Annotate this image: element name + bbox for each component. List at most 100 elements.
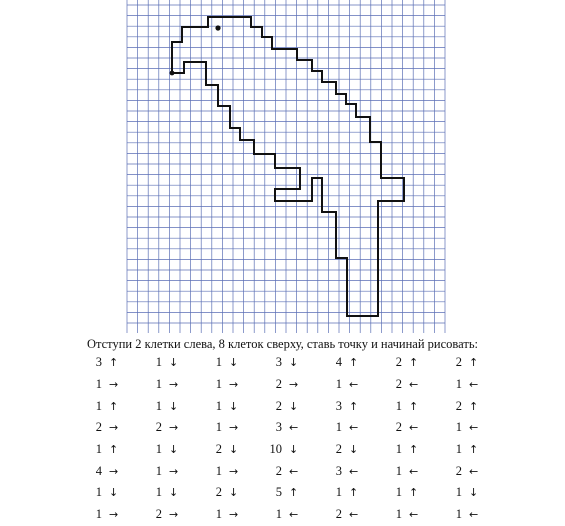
command-cell: 1↓ [208,355,268,370]
arrow-right-icon: → [109,421,119,435]
arrow-right-icon: → [169,508,179,522]
command-cell: 2← [388,420,448,435]
arrow-right-icon: → [109,464,119,478]
step-count: 1 [95,377,102,392]
step-count: 2 [455,355,462,370]
step-count: 1 [155,485,162,500]
arrow-up-icon: ↑ [469,443,479,457]
arrow-down-icon: ↓ [469,486,479,500]
step-count: 2 [275,377,282,392]
command-cell: 2← [388,377,448,392]
arrow-right-icon: → [289,378,299,392]
step-count: 1 [455,377,462,392]
arrow-left-icon: ← [409,378,419,392]
command-cell: 1← [328,420,388,435]
step-count: 1 [215,463,222,478]
step-count: 1 [335,420,342,435]
step-count: 1 [335,485,342,500]
arrow-right-icon: → [169,421,179,435]
command-cell: 3← [268,420,328,435]
command-cell: 4→ [88,464,148,479]
arrow-down-icon: ↓ [169,486,179,500]
step-count: 1 [455,485,462,500]
step-count: 3 [275,355,282,370]
arrow-up-icon: ↑ [349,356,359,370]
command-cell: 2↓ [208,442,268,457]
command-row: 2→2→1→3←1←2←1← [88,417,508,439]
command-cell: 1← [328,377,388,392]
arrow-down-icon: ↓ [109,486,119,500]
step-count: 1 [155,398,162,413]
arrow-left-icon: ← [409,464,419,478]
arrow-up-icon: ↑ [349,486,359,500]
step-count: 1 [155,355,162,370]
step-count: 1 [95,485,102,500]
arrow-down-icon: ↓ [289,356,299,370]
arrow-up-icon: ↑ [469,356,479,370]
command-cell: 1→ [148,377,208,392]
command-row: 3↑1↓1↓3↓4↑2↑2↑ [88,352,508,374]
arrow-right-icon: → [169,378,179,392]
command-cell: 1↑ [388,485,448,500]
arrow-left-icon: ← [349,378,359,392]
eye-dot [215,25,221,31]
step-count: 4 [335,355,342,370]
step-count: 10 [269,442,283,457]
command-cell: 1← [448,507,508,522]
command-row: 1↓1↓2↓5↑1↑1↑1↓ [88,482,508,504]
command-cell: 1→ [208,507,268,522]
step-count: 1 [155,377,162,392]
arrow-up-icon: ↑ [109,356,119,370]
step-count: 1 [395,485,402,500]
step-count: 5 [275,485,282,500]
command-cell: 3↑ [88,355,148,370]
command-cell: 3↓ [268,355,328,370]
step-count: 1 [395,463,402,478]
step-count: 1 [215,398,222,413]
command-cell: 1↓ [88,485,148,500]
step-count: 1 [275,507,282,522]
command-cell: 1→ [88,377,148,392]
step-count: 1 [455,420,462,435]
arrow-left-icon: ← [349,421,359,435]
arrow-left-icon: ← [349,508,359,522]
arrow-up-icon: ↑ [469,399,479,413]
arrow-down-icon: ↓ [169,443,179,457]
command-cell: 1← [388,507,448,522]
step-count: 3 [335,398,342,413]
command-cell: 3↑ [328,399,388,414]
step-count: 1 [215,377,222,392]
instruction-text: Отступи 2 клетки слева, 8 клеток сверху,… [86,337,478,351]
command-row: 1→1→1→2→1←2←1← [88,374,508,396]
command-cell: 1↑ [388,442,448,457]
step-count: 1 [155,463,162,478]
step-count: 4 [95,463,102,478]
arrow-left-icon: ← [289,464,299,478]
arrow-up-icon: ↑ [409,399,419,413]
arrow-left-icon: ← [469,378,479,392]
command-cell: 2← [268,464,328,479]
step-count: 2 [455,463,462,478]
start-dot [169,70,175,76]
arrow-up-icon: ↑ [109,399,119,413]
arrow-left-icon: ← [469,464,479,478]
command-cell: 1↑ [448,442,508,457]
arrow-left-icon: ← [289,421,299,435]
command-cell: 1↑ [88,442,148,457]
step-count: 3 [275,420,282,435]
step-count: 1 [395,507,402,522]
arrow-right-icon: → [229,464,239,478]
command-row: 1↑1↓1↓2↓3↑1↑2↑ [88,395,508,417]
step-count: 2 [455,398,462,413]
arrow-right-icon: → [229,508,239,522]
command-cell: 2↓ [328,442,388,457]
arrow-left-icon: ← [349,464,359,478]
arrow-down-icon: ↓ [169,399,179,413]
command-cell: 1↓ [148,399,208,414]
parrot-outline [171,16,405,317]
step-count: 1 [335,377,342,392]
step-count: 2 [395,377,402,392]
arrow-up-icon: ↑ [409,356,419,370]
step-count: 2 [155,507,162,522]
arrow-left-icon: ← [409,421,419,435]
